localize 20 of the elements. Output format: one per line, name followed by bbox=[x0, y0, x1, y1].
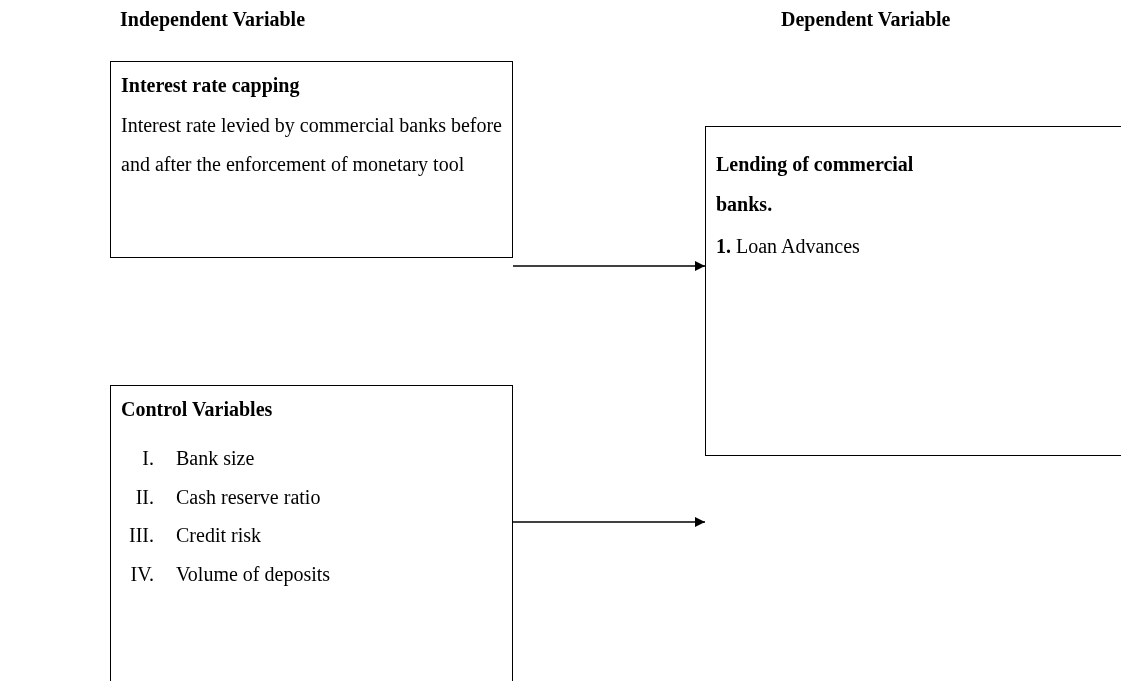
list-numeral: IV. bbox=[129, 562, 154, 586]
list-item: Bank size bbox=[176, 447, 255, 470]
variable-box bbox=[110, 385, 513, 681]
list-item: Volume of deposits bbox=[176, 562, 331, 586]
box-heading: Lending of commercial banks. bbox=[716, 152, 915, 217]
box-description: Interest rate levied by commercial banks before and after the enforcement of monetary tool bbox=[121, 113, 502, 178]
variable-box bbox=[705, 126, 1121, 456]
column-heading: Independent Variable bbox=[120, 8, 306, 31]
box-heading: Interest rate capping bbox=[121, 74, 300, 97]
box-heading: Control Variables bbox=[121, 398, 273, 421]
arrow bbox=[512, 517, 706, 527]
arrow bbox=[512, 261, 706, 271]
column-heading: Dependent Variable bbox=[781, 8, 951, 31]
list-numeral: I. bbox=[141, 447, 154, 470]
list-item: 1. Loan Advances bbox=[716, 235, 860, 258]
list-numeral: III. bbox=[128, 524, 154, 547]
list-numeral: II. bbox=[134, 485, 154, 509]
list-item: Cash reserve ratio bbox=[176, 485, 321, 509]
list-item: Credit risk bbox=[176, 524, 261, 547]
variable-box bbox=[110, 61, 513, 258]
